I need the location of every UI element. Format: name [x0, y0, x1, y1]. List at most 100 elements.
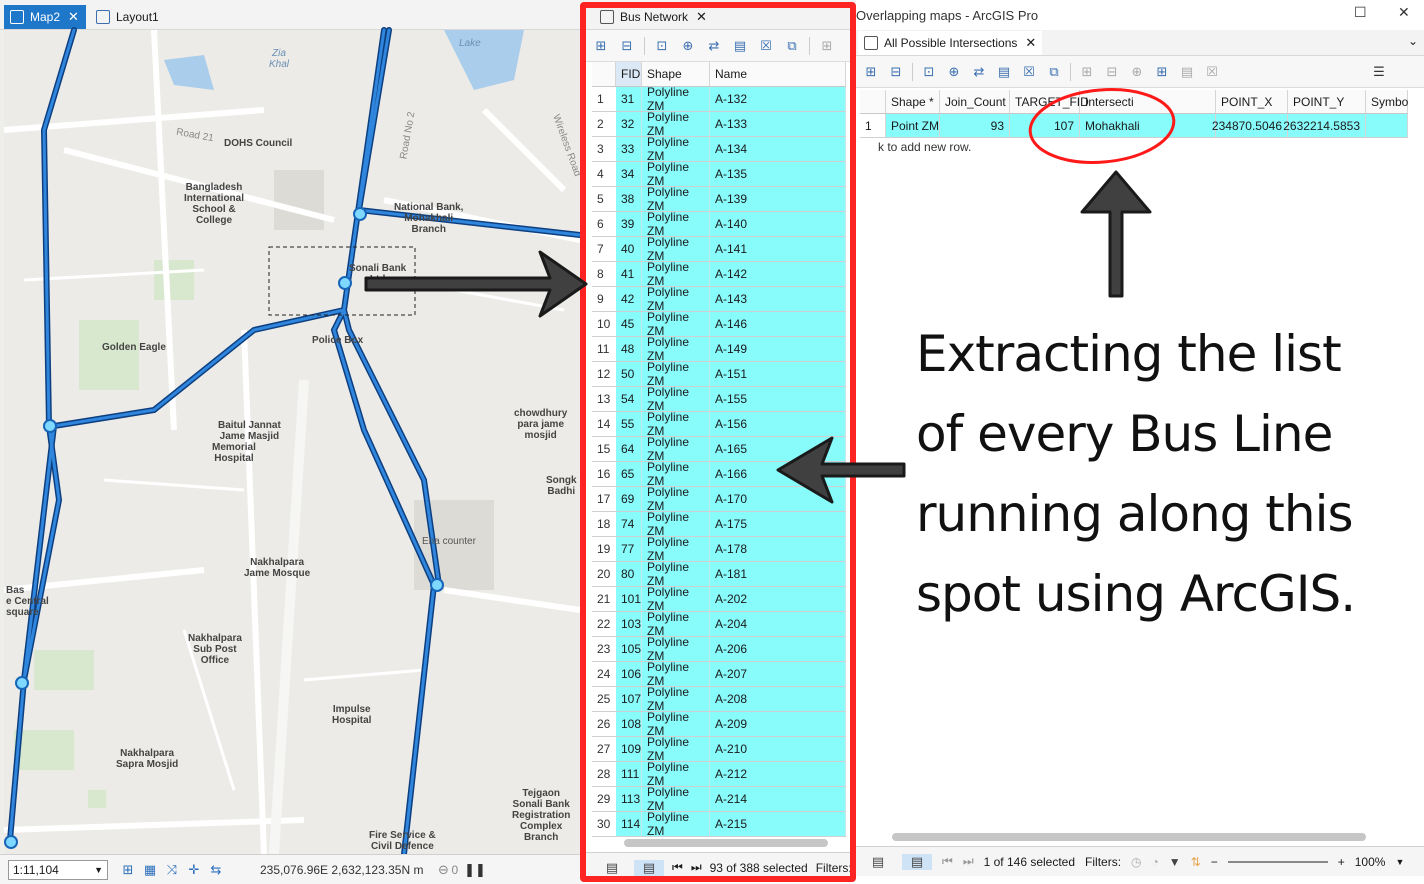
cell-name[interactable]: A-206	[710, 637, 846, 661]
cell-shape[interactable]: Polyline ZM	[642, 585, 710, 613]
cell-fid[interactable]: 103	[616, 612, 642, 636]
select-features-icon[interactable]: ⊞	[122, 861, 134, 877]
pause-icon[interactable]: ❚❚	[464, 861, 486, 877]
intersection-point[interactable]	[43, 419, 57, 433]
cell-name[interactable]: A-165	[710, 437, 846, 461]
sort-icon[interactable]: ⇅	[1190, 854, 1201, 869]
cell-join-count[interactable]: 93	[940, 114, 1010, 137]
cell-shape[interactable]: Polyline ZM	[642, 85, 710, 113]
insert-below-icon[interactable]: ⊟	[1106, 63, 1118, 79]
row-number-header[interactable]	[860, 90, 886, 113]
next-record-icon[interactable]: ⏭	[690, 860, 702, 874]
cell-shape[interactable]: Polyline ZM	[642, 785, 710, 813]
cell-fid[interactable]: 42	[616, 287, 642, 311]
column-header-point-y[interactable]: POINT_Y	[1288, 90, 1366, 113]
highlight-icon[interactable]: ⊞	[821, 37, 833, 53]
zoom-to-selection-icon[interactable]: ⊕	[682, 37, 694, 53]
cell-target-fid[interactable]: 107	[1010, 114, 1080, 137]
cell-fid[interactable]: 74	[616, 512, 642, 536]
add-new-row-hint[interactable]: k to add new row.	[878, 140, 972, 154]
cell-name[interactable]: A-178	[710, 537, 846, 561]
cell-shape[interactable]: Polyline ZM	[642, 135, 710, 163]
cell-fid[interactable]: 105	[616, 637, 642, 661]
cell-name[interactable]: A-135	[710, 162, 846, 186]
selection-rectangle[interactable]	[268, 246, 416, 316]
cell-name[interactable]: A-208	[710, 687, 846, 711]
navigate-icon[interactable]: ⇆	[210, 861, 222, 877]
cell-name[interactable]: A-212	[710, 762, 846, 786]
cell-name[interactable]: A-156	[710, 412, 846, 436]
intersection-point[interactable]	[15, 676, 29, 690]
menu-icon[interactable]: ☰	[1373, 63, 1385, 79]
cell-fid[interactable]: 33	[616, 137, 642, 161]
cell-shape[interactable]: Polyline ZM	[642, 660, 710, 688]
switch-selection-icon[interactable]: ⇄	[973, 63, 985, 79]
filter-extent-icon[interactable]: ◷	[1131, 854, 1142, 869]
cell-shape[interactable]: Polyline ZM	[642, 185, 710, 213]
cell-name[interactable]: A-204	[710, 612, 846, 636]
selected-view-icon[interactable]: ▤	[902, 853, 932, 870]
filter-icon[interactable]: ▼	[1168, 854, 1181, 869]
cell-shape[interactable]: Point ZM	[886, 114, 940, 137]
column-header-name[interactable]: Name	[710, 62, 846, 86]
calculate-field-icon[interactable]: ⊟	[621, 37, 633, 53]
cell-name[interactable]: A-134	[710, 137, 846, 161]
column-header-point-x[interactable]: POINT_X	[1216, 90, 1288, 113]
intersection-point[interactable]	[430, 578, 444, 592]
cell-fid[interactable]: 50	[616, 362, 642, 386]
cell-shape[interactable]: Polyline ZM	[642, 110, 710, 138]
cell-name[interactable]: A-175	[710, 512, 846, 536]
add-field-icon[interactable]: ⊞	[865, 63, 877, 79]
column-header-symbol[interactable]: Symbo	[1366, 90, 1408, 113]
cell-shape[interactable]: Polyline ZM	[642, 535, 710, 563]
cell-fid[interactable]: 77	[616, 537, 642, 561]
cell-fid[interactable]: 38	[616, 187, 642, 211]
cell-shape[interactable]: Polyline ZM	[642, 510, 710, 538]
cell-shape[interactable]: Polyline ZM	[642, 460, 710, 488]
cell-shape[interactable]: Polyline ZM	[642, 335, 710, 363]
cell-fid[interactable]: 108	[616, 712, 642, 736]
cell-name[interactable]: A-155	[710, 387, 846, 411]
cell-shape[interactable]: Polyline ZM	[642, 160, 710, 188]
cell-shape[interactable]: Polyline ZM	[642, 685, 710, 713]
chevron-down-icon[interactable]: ⌄	[1408, 34, 1419, 48]
cell-name[interactable]: A-207	[710, 662, 846, 686]
cell-shape[interactable]: Polyline ZM	[642, 710, 710, 738]
crosshair-icon[interactable]: ✛	[188, 861, 200, 877]
selected-view-icon[interactable]: ▤	[634, 859, 664, 876]
cell-fid[interactable]: 65	[616, 462, 642, 486]
clear-selection-icon[interactable]: ▤	[997, 63, 1011, 79]
table-options-icon[interactable]: ▤	[1180, 63, 1194, 79]
table-view-icon[interactable]: ▤	[605, 859, 619, 875]
cell-shape[interactable]: Polyline ZM	[642, 360, 710, 388]
cell-fid[interactable]: 54	[616, 387, 642, 411]
cell-fid[interactable]: 69	[616, 487, 642, 511]
copy-icon[interactable]: ⧉	[787, 37, 797, 53]
cell-fid[interactable]: 107	[616, 687, 642, 711]
snapping-icon[interactable]: ⤨	[166, 861, 178, 877]
cell-shape[interactable]: Polyline ZM	[642, 435, 710, 463]
cell-fid[interactable]: 111	[616, 762, 642, 786]
cell-fid[interactable]: 41	[616, 262, 642, 286]
cell-shape[interactable]: Polyline ZM	[642, 260, 710, 288]
delete-icon[interactable]: ☒	[1023, 63, 1035, 79]
zoom-in-icon[interactable]: +	[1337, 854, 1345, 869]
first-record-icon[interactable]: ⏮	[672, 860, 683, 874]
column-header-join-count[interactable]: Join_Count	[940, 90, 1010, 113]
close-icon[interactable]: ✕	[1025, 35, 1037, 50]
